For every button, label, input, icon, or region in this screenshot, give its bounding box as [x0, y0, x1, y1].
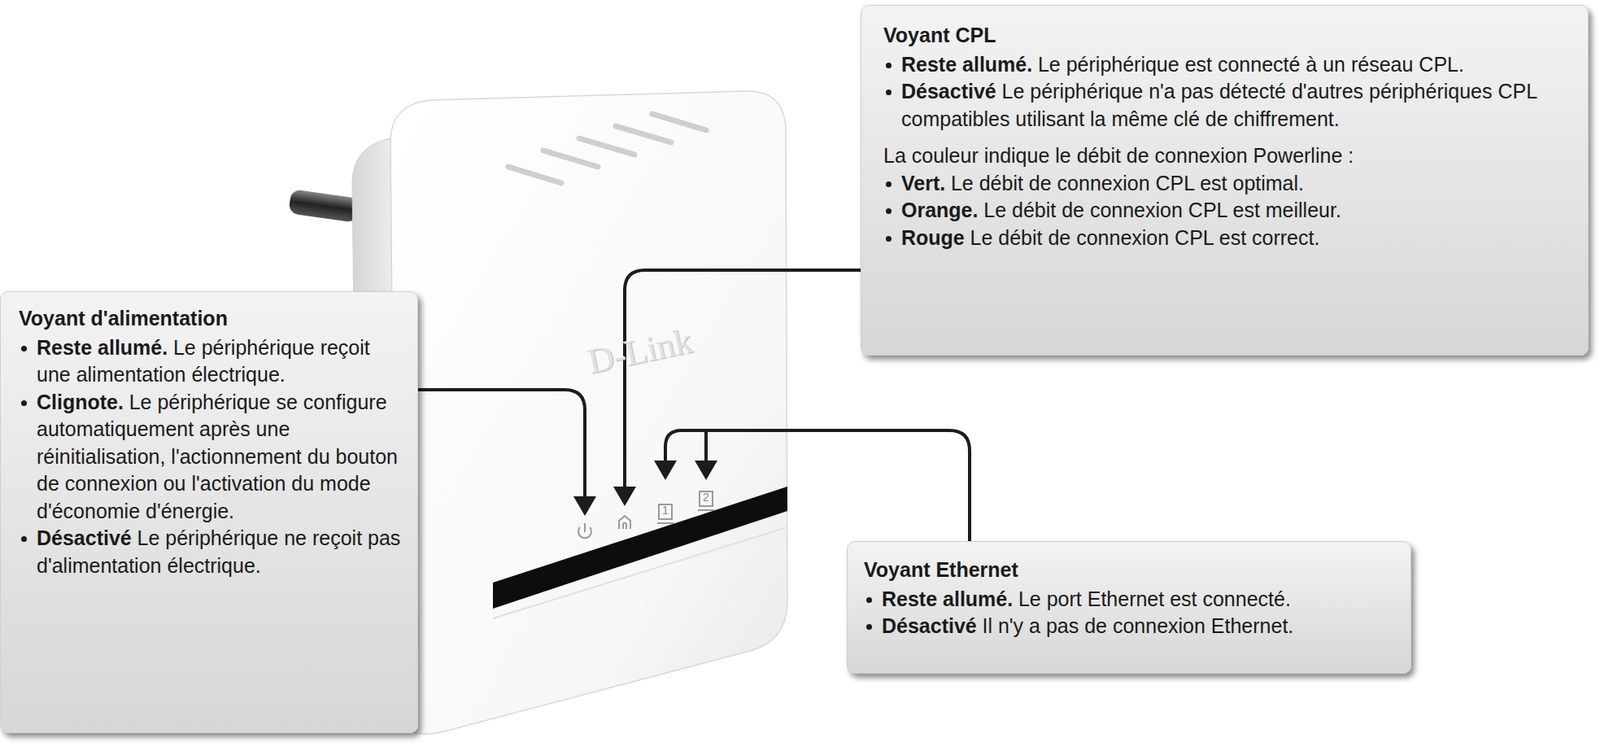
bullet-dot	[885, 208, 892, 214]
bullet-item: Reste allumé.Le périphérique est connect…	[883, 51, 1566, 79]
bullet-dot	[885, 89, 892, 96]
bullet-item: Clignote.Le périphérique se configure au…	[18, 388, 402, 526]
bullet-dot	[885, 62, 892, 69]
state-keyword: Reste allumé.	[881, 587, 1013, 611]
plug-pin	[287, 188, 360, 223]
state-description: Le débit de connexion CPL est correct.	[970, 226, 1321, 249]
bullet-dot	[885, 181, 892, 188]
port-icon	[699, 491, 713, 506]
bullet-item: Reste allumé.Le périphérique reçoit une …	[18, 334, 402, 389]
bullet-dot	[21, 345, 27, 352]
arrowhead	[694, 460, 718, 480]
bullet-item: Vert.Le débit de connexion CPL est optim…	[883, 170, 1566, 198]
bullet-dot	[21, 400, 27, 406]
state-keyword: Désactivé	[36, 526, 132, 550]
port-icon	[658, 504, 672, 519]
state-keyword: Vert.	[901, 171, 946, 195]
device-front	[390, 91, 788, 734]
port-number: 1	[661, 503, 670, 517]
arrowhead	[573, 496, 597, 516]
callout-box: Voyant CPLReste allumé.Le périphérique e…	[860, 4, 1589, 356]
port-icon	[657, 522, 674, 524]
leader-line	[418, 389, 585, 498]
callout-heading: Voyant Ethernet	[863, 556, 1395, 585]
state-keyword: Désactivé	[901, 79, 997, 103]
bullet-dot	[21, 536, 27, 542]
power-icon	[584, 523, 586, 532]
state-description: Le périphérique est connecté à un réseau…	[1037, 52, 1465, 76]
arrowheads	[573, 460, 718, 516]
callout-heading: Voyant d'alimentation	[18, 305, 402, 333]
callout-box: Voyant EthernetReste allumé.Le port Ethe…	[846, 540, 1412, 674]
bullet-item: DésactivéLe périphérique n'a pas détecté…	[883, 78, 1566, 133]
arrowhead	[613, 486, 637, 506]
bullet-dot	[866, 623, 872, 630]
bullet-item: RougeLe débit de connexion CPL est corre…	[883, 224, 1566, 253]
state-description: Le port Ethernet est connecté.	[1018, 587, 1291, 611]
leader-line	[665, 430, 970, 541]
powerline-icon	[623, 523, 627, 530]
leader-line	[704, 430, 708, 463]
powerline-icon	[619, 515, 631, 529]
vent-slots	[508, 113, 707, 184]
bullet-item: Reste allumé.Le port Ethernet est connec…	[863, 585, 1395, 614]
callout-heading: Voyant CPL	[883, 21, 1566, 50]
bullet-item: Orange.Le débit de connexion CPL est mei…	[883, 196, 1566, 225]
state-keyword: Clignote.	[36, 390, 124, 414]
state-keyword: Rouge	[901, 226, 965, 249]
state-keyword: Orange.	[901, 198, 978, 222]
state-description: Le périphérique n'a pas détecté d'autres…	[901, 79, 1537, 131]
led-band	[492, 486, 788, 609]
bullet-dot	[866, 597, 872, 603]
bullet-item: DésactivéIl n'y a pas de connexion Ether…	[863, 612, 1395, 641]
state-keyword: Reste allumé.	[901, 52, 1033, 76]
state-description: Il n'y a pas de connexion Ethernet.	[982, 614, 1295, 637]
bullet-dot	[885, 235, 892, 242]
callout-box: Voyant d'alimentationReste allumé.Le pér…	[0, 291, 419, 733]
arrowhead	[653, 460, 677, 480]
port-icon	[697, 509, 715, 511]
led-icons	[578, 491, 715, 538]
bullet-item: DésactivéLe périphérique ne reçoit pas d…	[18, 524, 402, 580]
state-keyword: Reste allumé.	[36, 335, 168, 359]
leader-line	[624, 270, 861, 489]
state-keyword: Désactivé	[881, 614, 977, 637]
state-description: Le débit de connexion CPL est optimal.	[950, 171, 1304, 195]
callout-note: La couleur indique le débit de connexion…	[883, 142, 1566, 171]
state-description: Le débit de connexion CPL est meilleur.	[983, 198, 1342, 222]
port-number: 2	[701, 490, 711, 504]
